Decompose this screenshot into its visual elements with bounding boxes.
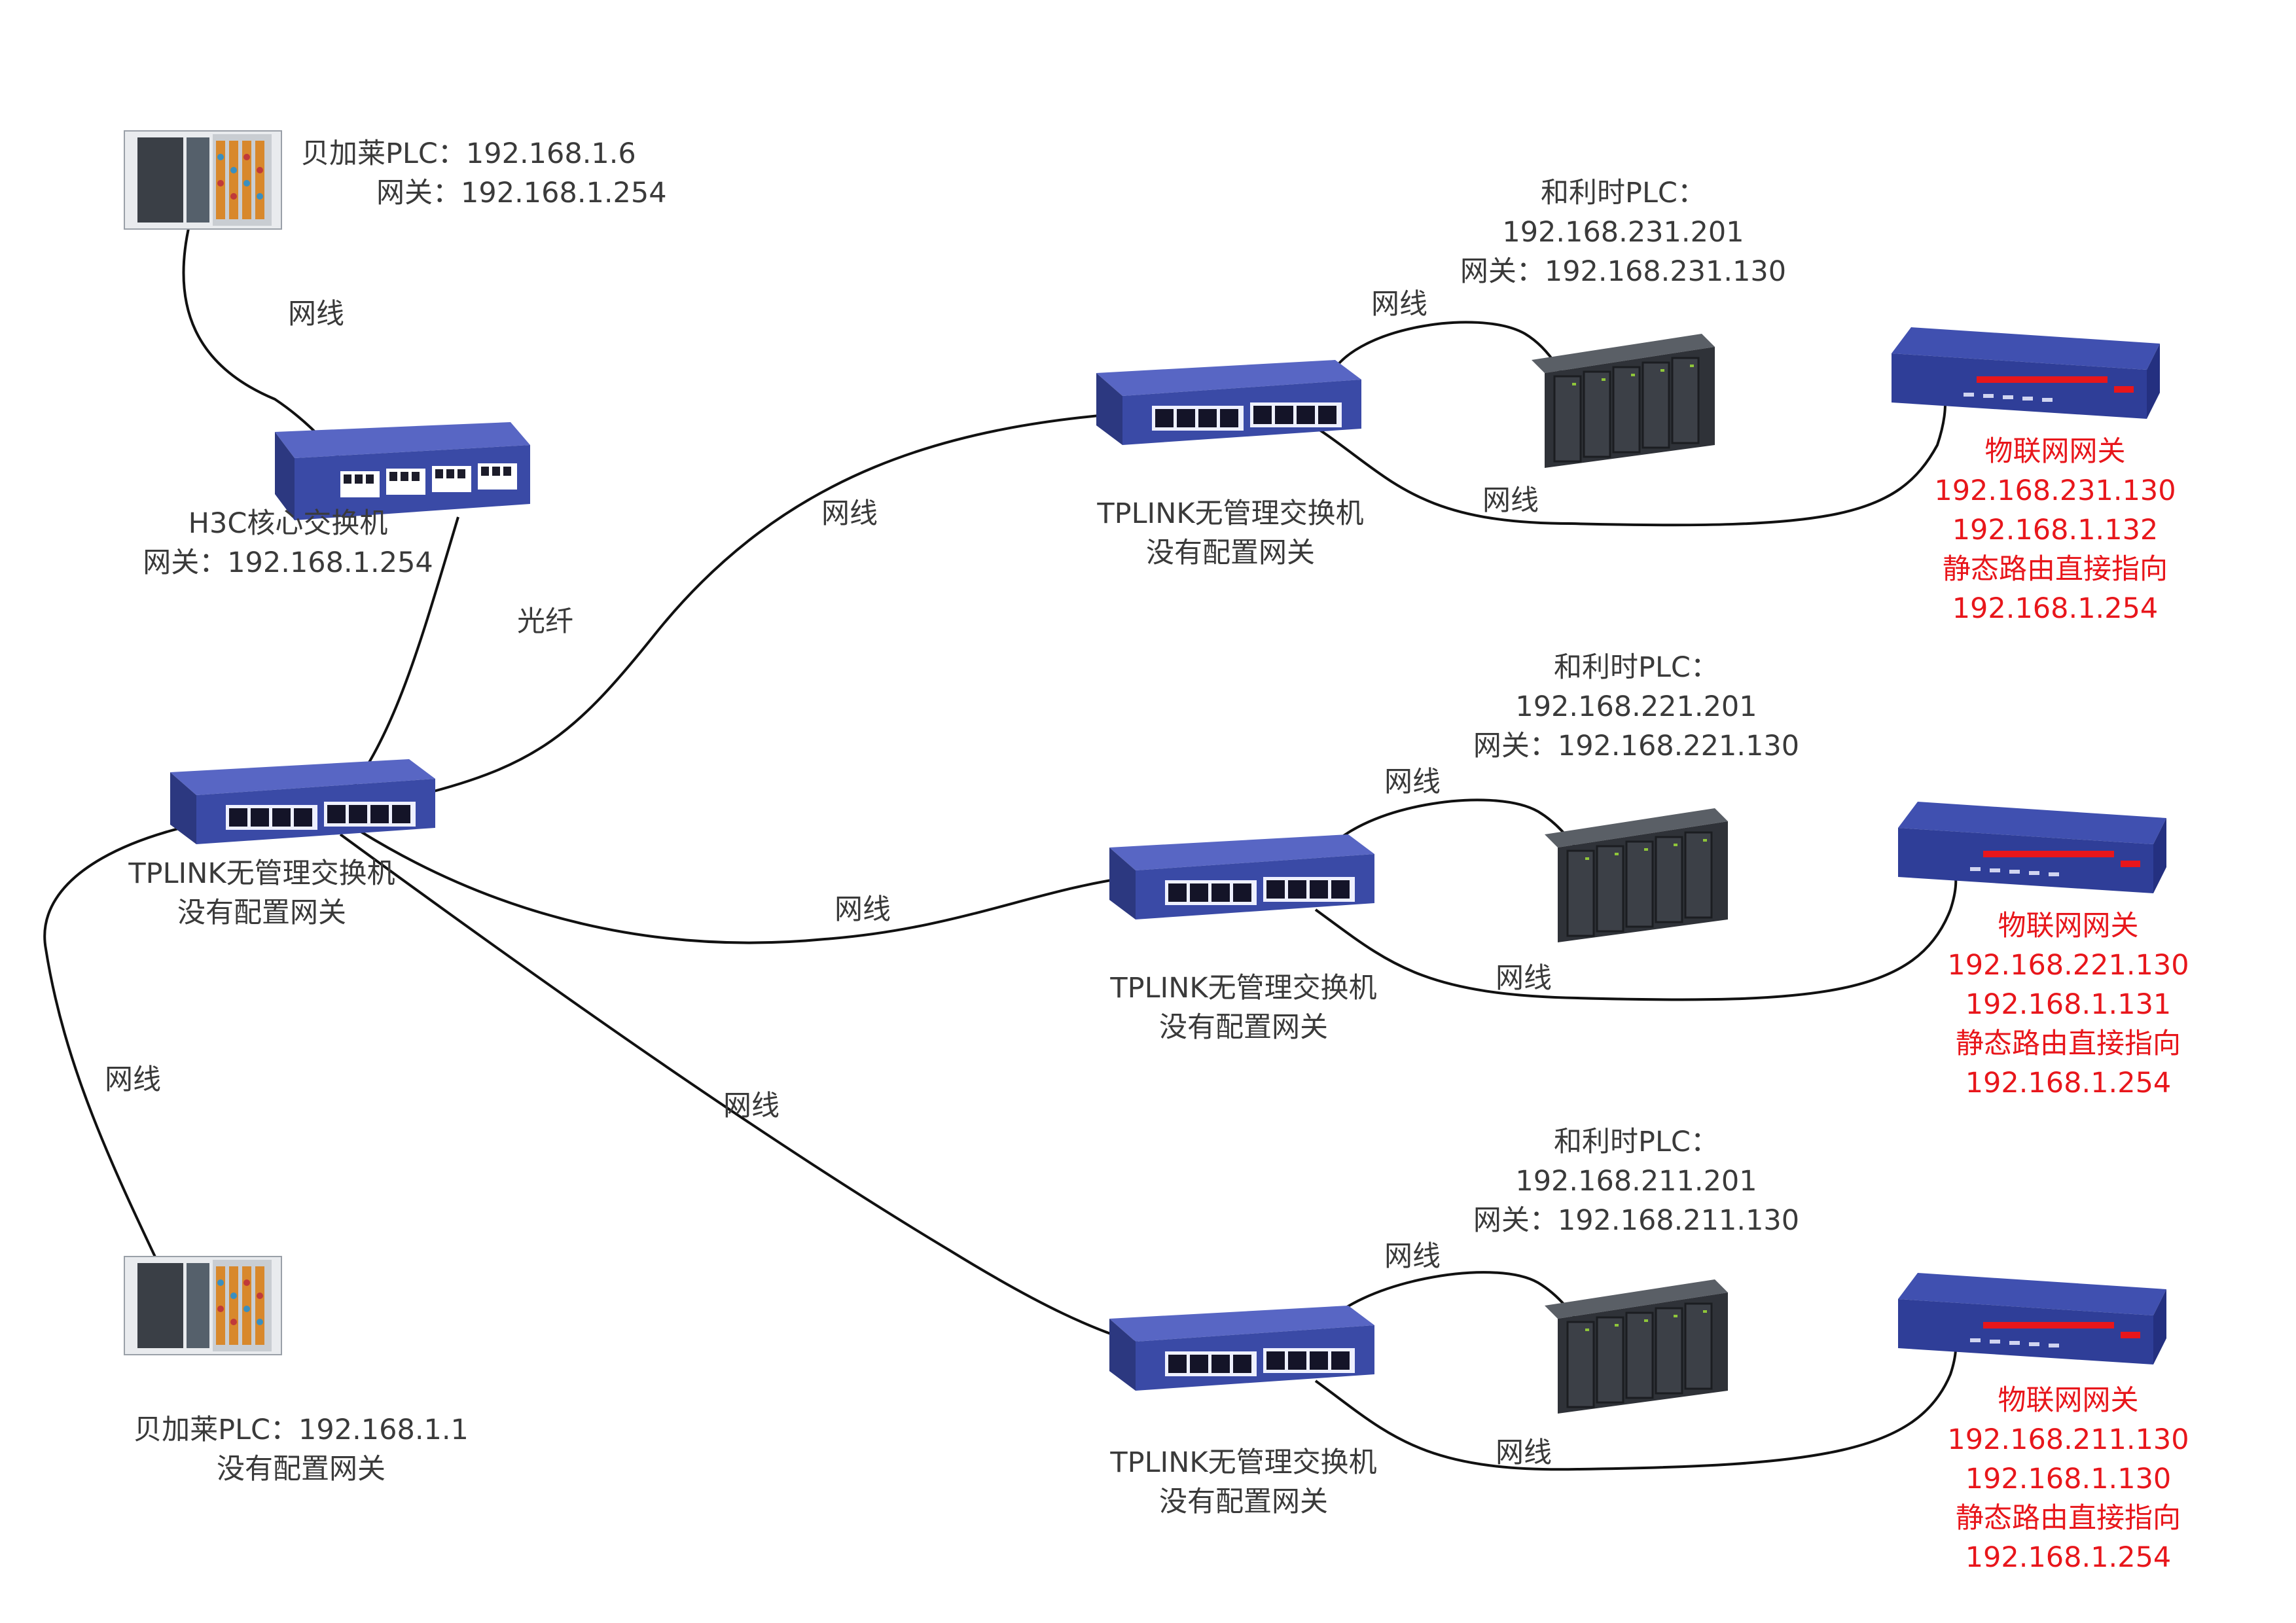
switch-icon	[1109, 1306, 1374, 1391]
branch1-gateway-ip-b: 192.168.1.132	[1952, 514, 2159, 546]
branch3-gateway-route: 静态路由直接指向	[1956, 1502, 2181, 1535]
branch2-gateway-route-ip: 192.168.1.254	[1965, 1067, 2172, 1099]
cable-label: 网线	[821, 497, 878, 530]
core-switch-gateway: 网关：192.168.1.254	[143, 546, 433, 579]
iot-gateway-icon	[1892, 327, 2160, 419]
branch3-switch-name: TPLINK无管理交换机	[1110, 1446, 1377, 1479]
switch-icon	[170, 759, 435, 844]
plc-bottom-name-line: 贝加莱PLC：192.168.1.1	[134, 1414, 469, 1446]
branch1-gateway-route-ip: 192.168.1.254	[1952, 592, 2159, 625]
cable-label: 网线	[834, 893, 891, 926]
branch2-plc-gateway: 网关：192.168.221.130	[1473, 730, 1800, 762]
branch3-plc-label: 和利时PLC： 192.168.211.201 网关：192.168.211.1…	[1466, 1122, 1806, 1240]
cable-label: 网线	[723, 1090, 780, 1122]
main-switch-name: TPLINK无管理交换机	[128, 857, 395, 890]
cable-label: 网线	[1384, 1240, 1441, 1273]
hollysys-plc-icon	[1545, 1279, 1728, 1414]
plc-bottom-note-line: 没有配置网关	[217, 1453, 386, 1486]
branch1-plc-label: 和利时PLC： 192.168.231.201 网关：192.168.231.1…	[1453, 173, 1793, 291]
beckhoff-plc-icon	[124, 1256, 282, 1355]
cable-branch1-to-gateway	[1301, 392, 1946, 527]
cable-label: 网线	[1384, 766, 1441, 798]
cable-label: 网线	[288, 298, 344, 330]
branch1-gateway-ip-a: 192.168.231.130	[1934, 474, 2176, 507]
branch2-gateway-title: 物联网网关	[1998, 910, 2139, 942]
branch1-plc-gateway: 网关：192.168.231.130	[1460, 255, 1787, 288]
branch3-gateway-label: 物联网网关 192.168.211.130 192.168.1.130 静态路由…	[1898, 1381, 2238, 1577]
switch-icon	[1109, 834, 1374, 919]
main-switch-label: TPLINK无管理交换机 没有配置网关	[111, 854, 412, 933]
cable-label: 网线	[1496, 1436, 1552, 1469]
iot-gateway-icon	[1898, 1273, 2166, 1364]
branch1-switch-note: 没有配置网关	[1146, 537, 1315, 569]
branch2-gateway-label: 物联网网关 192.168.221.130 192.168.1.131 静态路由…	[1898, 906, 2238, 1103]
plc-bottom-label: 贝加莱PLC：192.168.1.1 没有配置网关	[131, 1410, 471, 1489]
branch2-switch-note: 没有配置网关	[1159, 1011, 1328, 1044]
branch1-gateway-label: 物联网网关 192.168.231.130 192.168.1.132 静态路由…	[1885, 432, 2225, 628]
plc-top-label: 贝加莱PLC：192.168.1.6 网关：192.168.1.254	[301, 134, 668, 213]
cable-main-to-branch1	[418, 411, 1139, 796]
branch3-plc-gateway: 网关：192.168.211.130	[1473, 1204, 1800, 1237]
hollysys-plc-icon	[1545, 808, 1728, 942]
branch2-switch-label: TPLINK无管理交换机 没有配置网关	[1093, 969, 1394, 1047]
plc-top-gateway-line: 网关：192.168.1.254	[376, 177, 667, 209]
cable-branch3-to-gateway	[1314, 1328, 1958, 1471]
core-switch-name: H3C核心交换机	[188, 507, 388, 540]
branch2-gateway-ip-b: 192.168.1.131	[1965, 988, 2172, 1021]
branch2-gateway-ip-a: 192.168.221.130	[1947, 949, 2189, 982]
branch1-switch-name: TPLINK无管理交换机	[1097, 497, 1364, 530]
branch3-gateway-title: 物联网网关	[1998, 1384, 2139, 1417]
cable-label: 网线	[105, 1063, 161, 1096]
cable-label: 网线	[1496, 962, 1552, 995]
branch1-gateway-title: 物联网网关	[1984, 435, 2126, 468]
branch2-gateway-route: 静态路由直接指向	[1956, 1027, 2181, 1060]
branch3-gateway-ip-a: 192.168.211.130	[1947, 1423, 2189, 1456]
branch3-switch-note: 没有配置网关	[1159, 1486, 1328, 1518]
cable-branch2-to-gateway	[1314, 863, 1958, 1001]
cable-main-to-plc-bottom	[43, 810, 282, 1303]
branch2-plc-label: 和利时PLC： 192.168.221.201 网关：192.168.221.1…	[1466, 648, 1806, 766]
core-switch-icon	[275, 422, 530, 520]
cable-label: 网线	[1371, 288, 1427, 321]
branch3-switch-label: TPLINK无管理交换机 没有配置网关	[1093, 1443, 1394, 1522]
branch3-gateway-route-ip: 192.168.1.254	[1965, 1541, 2172, 1574]
fiber-label: 光纤	[517, 605, 573, 638]
branch3-plc-ip: 192.168.211.201	[1515, 1165, 1757, 1198]
branch1-plc-title: 和利时PLC：	[1541, 177, 1706, 209]
core-switch-label: H3C核心交换机 网关：192.168.1.254	[137, 504, 439, 582]
branch2-plc-ip: 192.168.221.201	[1515, 690, 1757, 723]
beckhoff-plc-icon	[124, 130, 282, 230]
cable-main-to-branch2	[359, 830, 1133, 944]
main-switch-note: 没有配置网关	[177, 897, 346, 929]
plc-top-name-line: 贝加莱PLC：192.168.1.6	[301, 137, 636, 170]
branch1-gateway-route: 静态路由直接指向	[1943, 553, 2168, 586]
branch3-plc-title: 和利时PLC：	[1554, 1126, 1719, 1158]
cable-label: 网线	[1482, 484, 1539, 517]
branch2-plc-title: 和利时PLC：	[1554, 651, 1719, 684]
branch2-switch-name: TPLINK无管理交换机	[1110, 972, 1377, 1005]
cable-main-to-branch3	[339, 833, 1159, 1349]
branch1-switch-label: TPLINK无管理交换机 没有配置网关	[1080, 494, 1381, 573]
branch3-gateway-ip-b: 192.168.1.130	[1965, 1463, 2172, 1495]
switch-icon	[1096, 360, 1361, 445]
iot-gateway-icon	[1898, 802, 2166, 893]
branch1-plc-ip: 192.168.231.201	[1502, 216, 1744, 249]
hollysys-plc-icon	[1532, 334, 1715, 468]
